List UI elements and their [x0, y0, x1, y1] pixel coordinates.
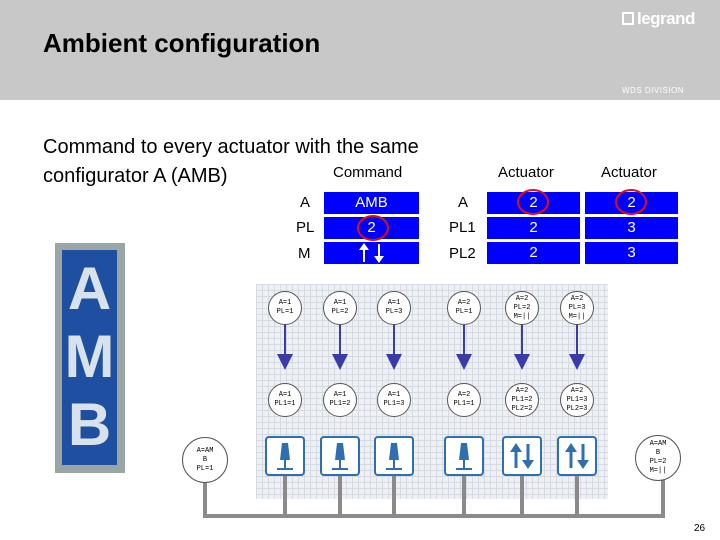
up-down-arrows-icon	[359, 243, 384, 263]
header-bar: Ambient configuration legrand WDS DIVISI…	[0, 0, 720, 100]
actuator1-value-pl2: 2	[487, 242, 580, 264]
logo-mark-icon	[622, 12, 634, 25]
lamp-actuator-icon-3	[374, 436, 414, 476]
amb-letter-m: M	[64, 323, 115, 390]
highlight-ring-command-pl	[357, 215, 389, 241]
amb-configurator-strip	[62, 250, 117, 465]
command-header: Command	[333, 164, 403, 181]
lamp-actuator-icon-4	[444, 436, 484, 476]
up-down-icon	[510, 443, 534, 469]
actuator-label-pl2: PL2	[449, 245, 476, 262]
actuator-label-a: A	[458, 194, 469, 211]
actuator-header-2: Actuator	[601, 164, 657, 181]
logo-text: legrand	[637, 9, 695, 28]
actuator1-value-pl1: 2	[487, 217, 580, 239]
command-value-m	[324, 242, 419, 264]
diagram-panel	[256, 284, 608, 499]
lamp-icon	[332, 443, 348, 470]
amb-letter-a: A	[67, 255, 112, 322]
lamp-icon	[386, 443, 402, 470]
subtitle-line-2: configurator A (AMB)	[43, 165, 228, 187]
lamp-actuator-icon-1	[265, 436, 305, 476]
actuator-label-pl1: PL1	[449, 219, 476, 236]
command-label-m: M	[298, 245, 311, 262]
subtitle-line-1: Command to every actuator with the same	[43, 136, 419, 158]
legrand-logo: legrand	[622, 9, 695, 29]
actuator2-value-pl1: 3	[585, 217, 678, 239]
shutter-actuator-icon-2	[557, 436, 597, 476]
highlight-ring-actuator2-a	[615, 189, 647, 215]
command-value-a: AMB	[324, 192, 419, 214]
shutter-actuator-icon-1	[502, 436, 542, 476]
lamp-icon	[456, 443, 472, 470]
lamp-actuator-icon-2	[320, 436, 360, 476]
lamp-icon	[277, 443, 293, 470]
command-label-a: A	[300, 194, 311, 211]
up-down-icon	[565, 443, 589, 469]
actuator2-value-pl2: 3	[585, 242, 678, 264]
page-number: 26	[694, 523, 706, 534]
actuator-header-1: Actuator	[498, 164, 554, 181]
slide-title: Ambient configuration	[43, 28, 321, 58]
slide-subtitle: Command to every actuator with the same …	[43, 133, 419, 191]
command-label-pl: PL	[296, 219, 315, 236]
highlight-ring-actuator1-a	[517, 189, 549, 215]
division-label: WDS DIVISION	[622, 86, 685, 95]
amb-letter-b: B	[67, 391, 112, 458]
